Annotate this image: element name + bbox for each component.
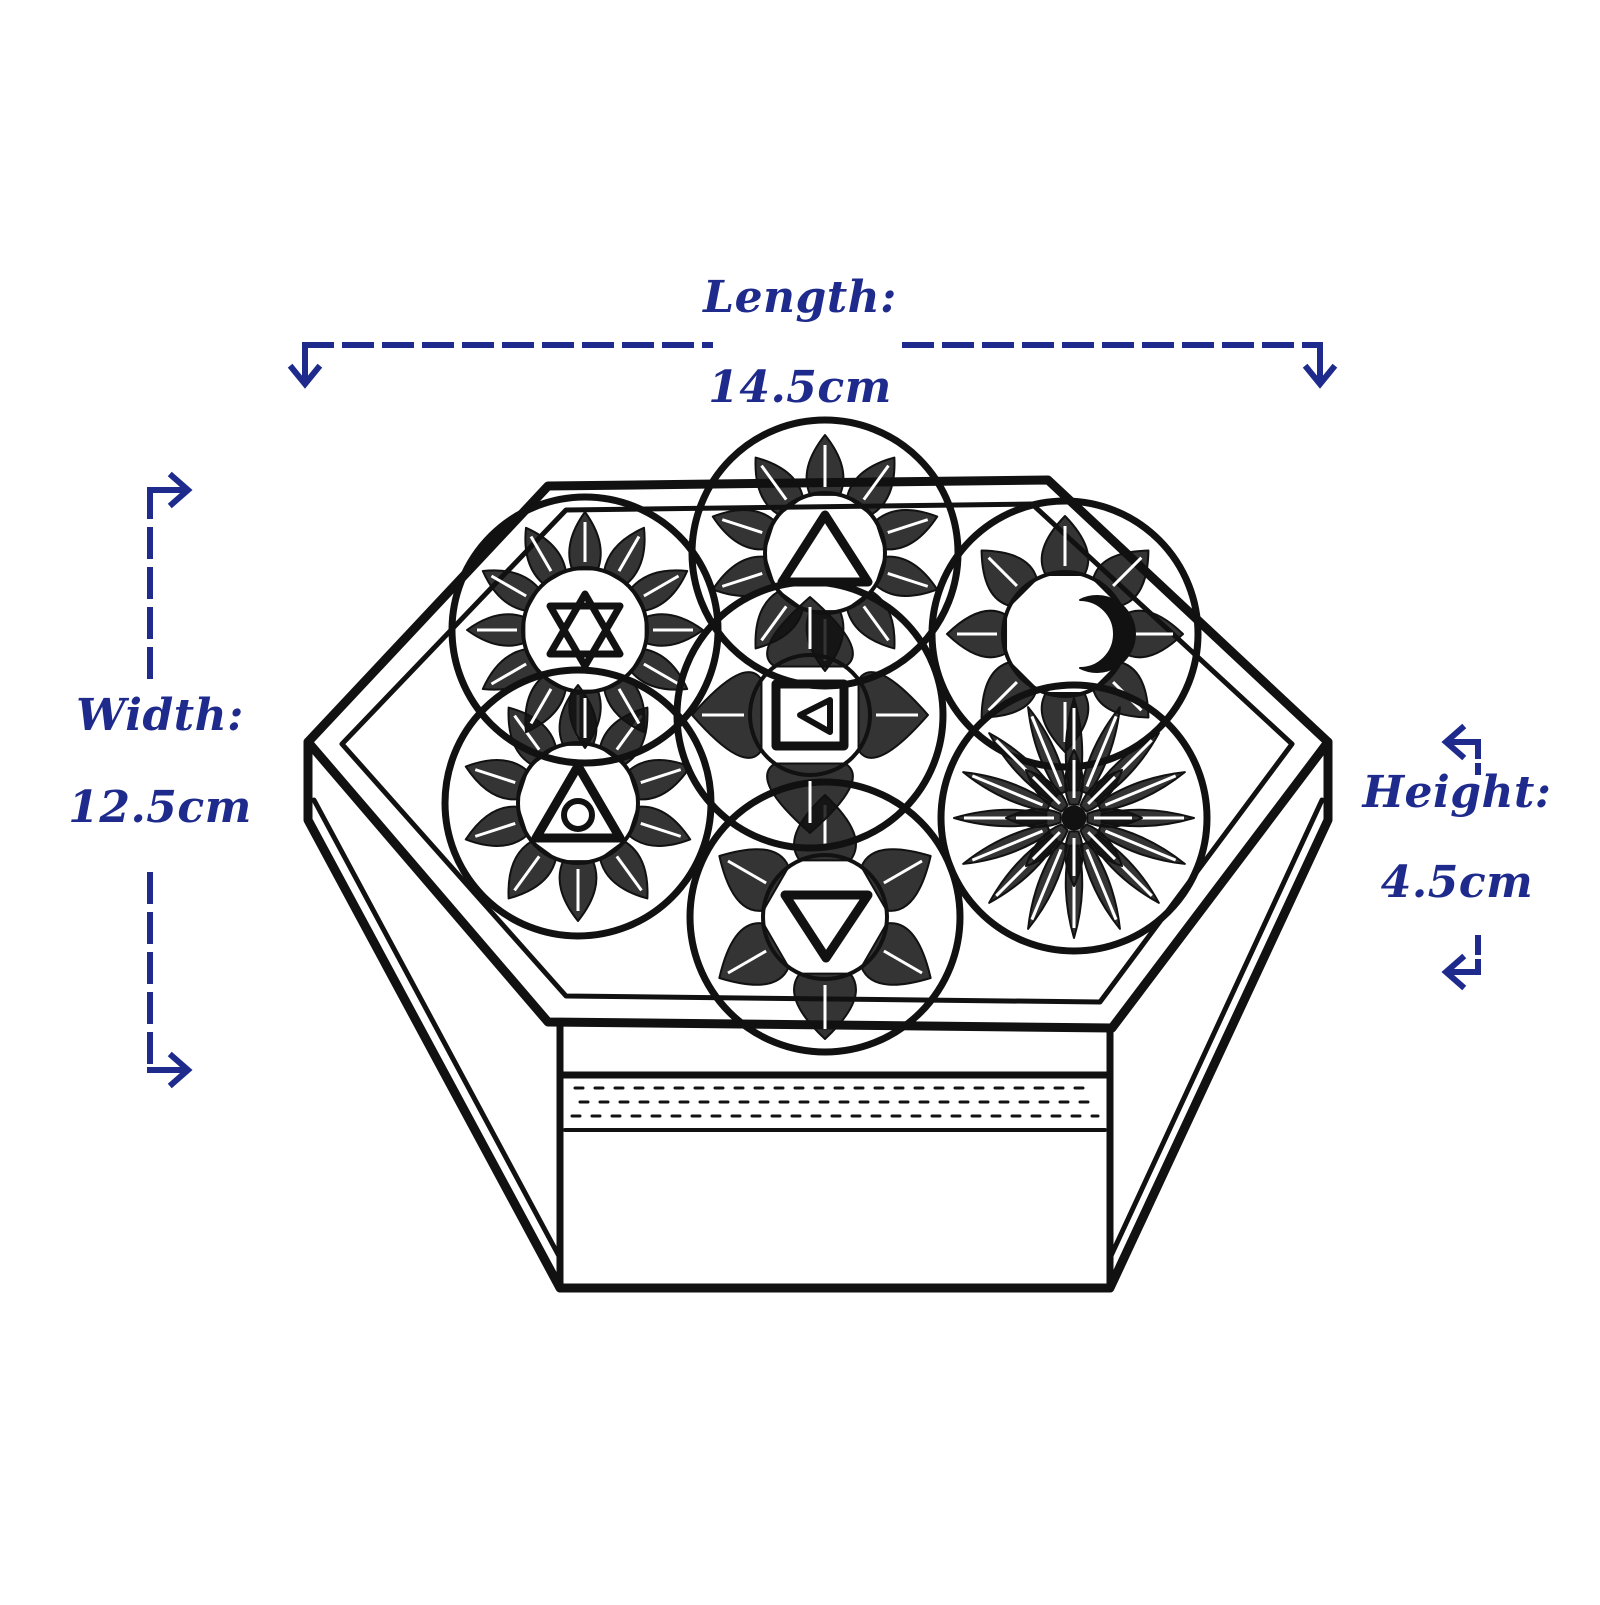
petal-vein (643, 574, 680, 598)
height-label: Height: (1362, 767, 1552, 818)
petal-vein (1104, 829, 1177, 862)
petal-vein (490, 574, 527, 598)
hexagram-icon (546, 590, 624, 670)
petal-vein (987, 556, 1018, 587)
petal-ornament (711, 509, 776, 551)
square-triangle-icon (771, 679, 849, 751)
petal-vein (643, 662, 680, 686)
crescent-moon-icon (1079, 595, 1136, 673)
petal-vein (883, 949, 923, 975)
petal-vein (1031, 831, 1061, 861)
length-dimension-arrow (287, 342, 1338, 389)
petal-vein (474, 768, 516, 785)
petal-vein (640, 821, 682, 838)
width-value: 12.5cm (68, 782, 252, 833)
petal-ornament (860, 922, 932, 986)
petal-vein (640, 768, 682, 785)
medallion-bottom (686, 778, 964, 1056)
height-dimension-arrow (1441, 723, 1481, 991)
petal-vein (1112, 556, 1143, 587)
petal-vein (1031, 775, 1061, 805)
petal-ornament (464, 759, 529, 801)
petal-vein (760, 464, 788, 501)
petal-vein (1085, 848, 1118, 921)
petal-vein (727, 859, 767, 885)
petal-vein (987, 681, 1018, 712)
petal-vein (883, 859, 923, 885)
width-label: Width: (76, 690, 244, 741)
medallion-center (673, 578, 947, 852)
petal-vein (1087, 775, 1117, 805)
petal-vein (615, 855, 643, 892)
petal-vein (971, 829, 1044, 862)
triangle-down-icon (780, 890, 873, 963)
petal-vein (474, 821, 516, 838)
petal-vein (721, 571, 763, 588)
petal-vein (1030, 848, 1063, 921)
petal-vein (887, 571, 929, 588)
petal-ornament (718, 922, 790, 986)
length-label: Length: (703, 272, 897, 323)
lotus-star-icon (1061, 805, 1087, 831)
petal-vein (862, 464, 890, 501)
petal-ornament (860, 848, 932, 912)
petal-vein (617, 688, 641, 725)
petal-ornament (627, 805, 692, 847)
triangle-up-icon (777, 510, 873, 587)
medallion-upper-left (448, 493, 722, 767)
petal-vein (971, 774, 1044, 807)
petal-vein (529, 535, 553, 572)
petal-vein (490, 662, 527, 686)
medallion-lower-right (937, 681, 1211, 955)
petal-vein (617, 535, 641, 572)
medallion-upper-right (928, 497, 1202, 771)
length-value: 14.5cm (708, 362, 892, 413)
petal-vein (513, 855, 541, 892)
petal-vein (887, 518, 929, 535)
petal-vein (1087, 831, 1117, 861)
width-dimension-arrow (147, 471, 193, 1089)
triangle-circle-icon (531, 761, 625, 843)
petal-vein (727, 949, 767, 975)
petal-vein (529, 688, 553, 725)
petal-ornament (874, 509, 939, 551)
petal-vein (1104, 774, 1177, 807)
petal-vein (1085, 715, 1118, 788)
height-value: 4.5cm (1380, 857, 1534, 908)
petal-vein (1030, 715, 1063, 788)
petal-ornament (464, 805, 529, 847)
petal-vein (721, 518, 763, 535)
petal-vein (862, 605, 890, 642)
hexagonal-box (303, 475, 1333, 1293)
petal-vein (760, 605, 788, 642)
petal-ornament (718, 848, 790, 912)
